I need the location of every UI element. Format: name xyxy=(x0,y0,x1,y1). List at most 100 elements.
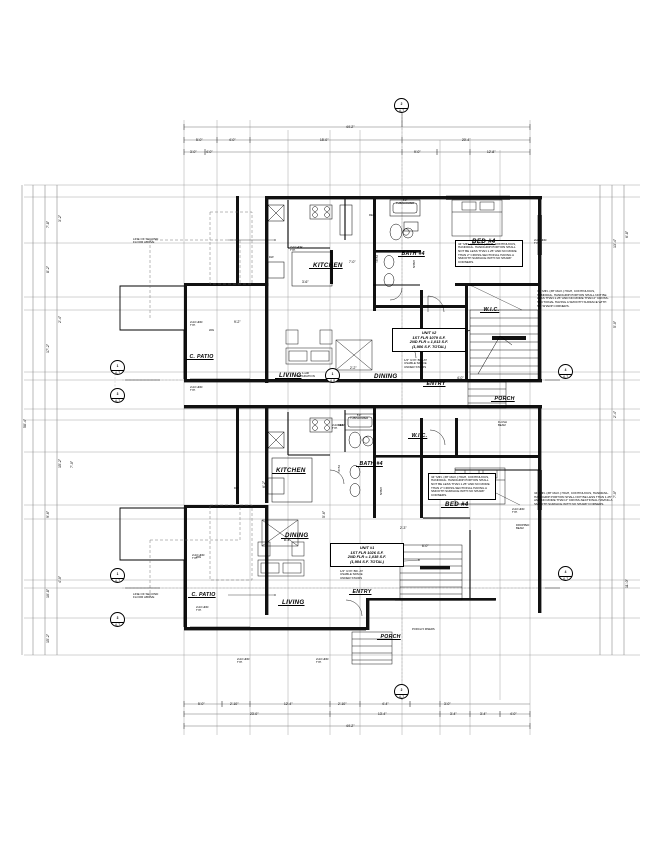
dim-left-1: 7'-8" xyxy=(42,221,50,230)
section-marker-right-upper[interactable]: 4 A-7 xyxy=(558,364,573,379)
unit-second-floor-area: 2ND FLR = 1,013 S.F. xyxy=(409,339,449,345)
section-marker-top[interactable]: 2 A-7 xyxy=(394,98,409,113)
beam-tag-8: 2x10 HDR. TYP. xyxy=(316,655,329,664)
section-marker-left-upper-2[interactable]: 3 A-7 xyxy=(110,388,125,403)
dim-text: 2'-3" xyxy=(399,526,407,530)
room-label-bed-upper: BED #4 xyxy=(468,231,496,245)
window-symbols xyxy=(190,195,542,628)
ref-text: REF. xyxy=(338,424,344,427)
dim-bot-a2: 2'-10" xyxy=(228,698,239,706)
dim-text: 15'-2" xyxy=(46,633,50,643)
dim-int-1: 9'-2" xyxy=(232,316,241,324)
dim-text: 6'-2" xyxy=(262,480,266,488)
marker-sheet: A-7 xyxy=(111,621,124,628)
dim-text: 3'-0" xyxy=(443,702,451,706)
dim-text: 20'-4" xyxy=(461,138,471,142)
dim-left-5: 15'-2" xyxy=(54,459,62,470)
section-marker-right-lower[interactable]: 4 A-7 xyxy=(558,566,573,581)
usable-space-note-upper: 1/2" GYP. BD. AT USABLE SPACE UNDER STAI… xyxy=(404,355,460,369)
dim-text: 4'-0" xyxy=(205,150,213,154)
linen-text: LINEN xyxy=(379,487,383,495)
bath-fixtures-lower xyxy=(344,413,376,497)
dim-text: 2'-4" xyxy=(613,410,617,418)
beam-tag-7: 2x10 HDR. TYP. xyxy=(237,655,250,664)
section-marker-left-lower[interactable]: 1 A-7 xyxy=(110,568,125,583)
dim-text: 3'-4" xyxy=(449,712,457,716)
dim-text: 11'-0" xyxy=(625,579,629,588)
beam-text: 2x10 HDR. TYP. xyxy=(190,321,204,328)
handrail-note-lower: 34" MIN. (38" MAX.) HIGH, CONTINUOUS, HA… xyxy=(428,473,496,501)
beam-tag-3: 2x10 HDR. TYP. xyxy=(192,551,205,560)
separation-text: 1-HR SEPARATION xyxy=(296,370,315,378)
unit-label: UNIT #1 xyxy=(359,545,375,550)
wh-text: W/H xyxy=(209,329,215,332)
section-marker-left-upper[interactable]: 1 A-7 xyxy=(110,360,125,375)
dim-bot-a5: 4'-4" xyxy=(380,698,389,706)
room-name: PORCH xyxy=(494,396,515,402)
pantry-text: Pantry xyxy=(337,465,341,473)
room-label-bath-lower: BATH #4 xyxy=(356,455,383,467)
linen-text: LINEN xyxy=(412,260,416,268)
handrail-note-upper: 34" MIN. (38" MAX.) HIGH, CONTINUOUS, HA… xyxy=(455,240,523,268)
water-heater-tag-upper: W/H xyxy=(209,329,214,332)
dim-text: 9'-6" xyxy=(46,510,50,518)
dim-text: 15'-0" xyxy=(319,138,329,142)
marker-sheet: A-7 xyxy=(559,373,572,380)
dim-left-6: 7'-0" xyxy=(66,461,74,470)
dim-int-10: 5'-6" xyxy=(318,511,326,520)
room-name: LIVING xyxy=(282,599,305,606)
dim-text: 4'-0" xyxy=(228,138,236,142)
section-marker-bottom[interactable]: 2 A-7 xyxy=(394,684,409,699)
dim-text: 3'-4" xyxy=(479,712,487,716)
dimension-ticks xyxy=(183,124,531,729)
marker-number: 2 xyxy=(400,688,403,692)
handrail-note-text: 34" MIN. (38" MAX.) HIGH, CONTINUOUS, HA… xyxy=(534,491,613,507)
dim-text: 5'-0" xyxy=(195,138,203,142)
room-name: KITCHEN xyxy=(313,262,343,269)
dim-left-8: 9'-6" xyxy=(42,511,50,520)
tub-shower-text: 5'0" TUB/SHOWER xyxy=(396,199,415,206)
dimension-lines-outer xyxy=(21,126,625,727)
dim-text: 13'-4" xyxy=(377,712,387,716)
room-name: KITCHEN xyxy=(276,467,306,474)
furniture-upper xyxy=(285,329,373,371)
dim-text: 58'-4" xyxy=(23,418,27,428)
dim-text: 2'-10" xyxy=(229,702,239,706)
room-label-wic-upper: W.I.C. xyxy=(480,301,499,313)
usable-space-text: 1/2" GYP. BD. AT USABLE SPACE UNDER STAI… xyxy=(340,568,363,580)
dim-bot-a6: 3'-0" xyxy=(442,698,451,706)
walls-lower-unit xyxy=(184,405,542,631)
handrail-note-text: 34" MIN. (38" MAX.) HIGH, CONTINUOUS, HA… xyxy=(458,241,517,265)
water-heater-tag-lower: W/H xyxy=(196,556,201,559)
room-name: W.I.C. xyxy=(483,307,500,313)
marker-sheet: A-7 xyxy=(111,369,124,376)
dim-text: 8'-4" xyxy=(283,538,291,542)
beam-text: 2x10 HDR. TYP. xyxy=(190,386,204,393)
dim-int-2: 7'-0" xyxy=(347,256,356,264)
room-label-porch-lower: PORCH xyxy=(377,628,401,640)
dim-bot-b3: 3'-4" xyxy=(448,708,457,716)
dim-left-11: 15'-2" xyxy=(42,634,50,645)
marker-number: 2 xyxy=(400,102,403,106)
dim-top-b2: 4'-0" xyxy=(204,146,213,154)
separation-marker-upper[interactable]: 1 A-8 xyxy=(325,368,340,383)
handrail-note-text: 34" MIN. (38" MAX.) HIGH, CONTINUOUS, HA… xyxy=(537,289,609,308)
room-name: ENTRY xyxy=(426,381,446,387)
unit-total-area: (1,984 S.F. TOTAL) xyxy=(350,558,384,564)
marker-number: 3 xyxy=(116,616,119,620)
dim-text: 5'-0" xyxy=(197,702,205,706)
dim-overall-bottom: 44'-2" xyxy=(344,720,355,728)
dim-text: 2'-10" xyxy=(337,702,347,706)
beam-tag-6: 2x10 HDR. TYP. xyxy=(332,421,345,430)
linen-tag-upper: LINEN xyxy=(412,260,415,268)
marker-number: 1 xyxy=(116,572,119,576)
dim-left-2: 8'-2" xyxy=(42,266,50,275)
porch-risers-tag: PORCH 5 RISERS xyxy=(412,628,435,631)
second-floor-above-text: LINE OF SECOND FLOOR ABOVE xyxy=(133,591,159,599)
dim-int-6: 2'-3" xyxy=(398,522,407,530)
dim-text: 5'-0" xyxy=(613,320,617,328)
marker-sheet: A-8 xyxy=(326,377,339,384)
dim-top-a3: 15'-0" xyxy=(318,134,329,142)
section-marker-left-lower-2[interactable]: 3 A-7 xyxy=(110,612,125,627)
